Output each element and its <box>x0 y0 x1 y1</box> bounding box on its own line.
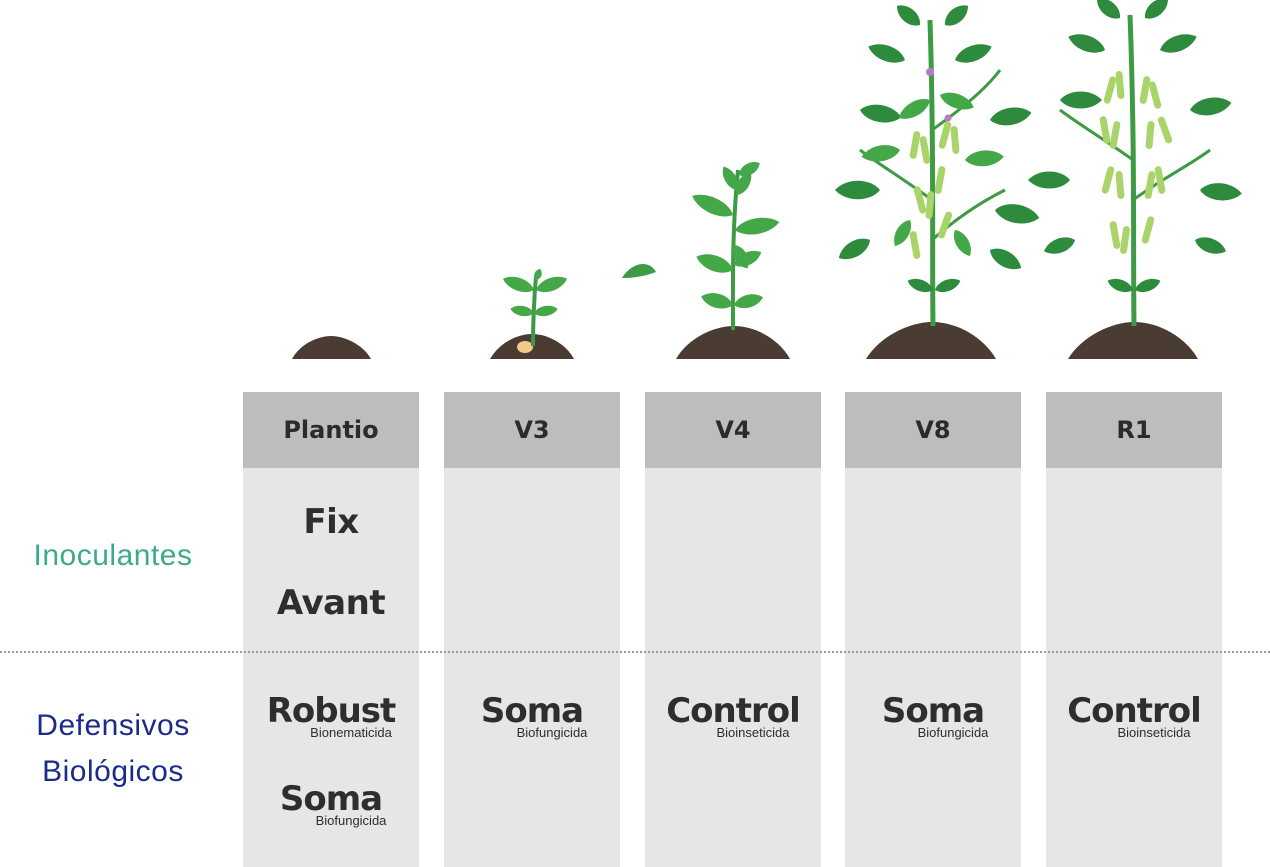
stage-header-v4: V4 <box>645 392 821 468</box>
product-type: Bioinseticida <box>1117 725 1191 740</box>
product-type: Biofungicida <box>917 725 989 740</box>
stage-header-v3: V3 <box>444 392 620 468</box>
plant-growth-illustration <box>292 0 1243 359</box>
product-name: Control <box>1067 691 1202 731</box>
product-type: Biofungicida <box>516 725 588 740</box>
row-label-defensivos: Defensivos Biológicos <box>0 703 226 795</box>
product-type: Bioinseticida <box>716 725 790 740</box>
stage-column-v4: V4 Control Bioinseticida <box>645 392 821 867</box>
product-name: Robust <box>266 691 397 731</box>
product-control-v4: Control Bioinseticida <box>645 694 821 740</box>
v3-seedling <box>490 267 574 359</box>
stage-header-plantio: Plantio <box>243 392 419 468</box>
stage-header-r1: R1 <box>1046 392 1222 468</box>
product-name: Soma <box>881 691 985 731</box>
stage-column-v3: V3 Soma Biofungicida <box>444 392 620 867</box>
product-type: Bionematicida <box>310 725 392 740</box>
inoculant-avant: Avant <box>276 583 386 623</box>
product-soma-v8: Soma Biofungicida <box>845 694 1021 740</box>
product-soma-plantio: Soma Biofungicida <box>243 782 419 828</box>
row-label-defensivos-line2: Biológicos <box>42 755 184 788</box>
row-label-inoculantes: Inoculantes <box>33 539 193 572</box>
stage-header-v8: V8 <box>845 392 1021 468</box>
product-name: Control <box>666 691 801 731</box>
row-label-defensivos-line1: Defensivos <box>36 709 190 742</box>
r1-plant <box>1028 0 1243 359</box>
v4-plant <box>676 158 790 359</box>
product-robust: Robust Bionematicida <box>243 694 419 740</box>
product-soma-v3: Soma Biofungicida <box>444 694 620 740</box>
stage-column-plantio: Plantio Fix Avant Robust Bionematicida S… <box>243 392 419 867</box>
v8-plant <box>834 0 1041 359</box>
product-name: Soma <box>480 691 584 731</box>
stage-column-v8: V8 Soma Biofungicida <box>845 392 1021 867</box>
plantio-soil <box>292 336 371 359</box>
floating-leaf <box>622 264 656 278</box>
product-control-r1: Control Bioinseticida <box>1046 694 1222 740</box>
row-divider <box>0 651 1270 653</box>
product-name: Soma <box>279 779 383 819</box>
stage-column-r1: R1 Control Bioinseticida <box>1046 392 1222 867</box>
product-type: Biofungicida <box>315 813 387 828</box>
inoculant-fix: Fix <box>303 502 359 542</box>
